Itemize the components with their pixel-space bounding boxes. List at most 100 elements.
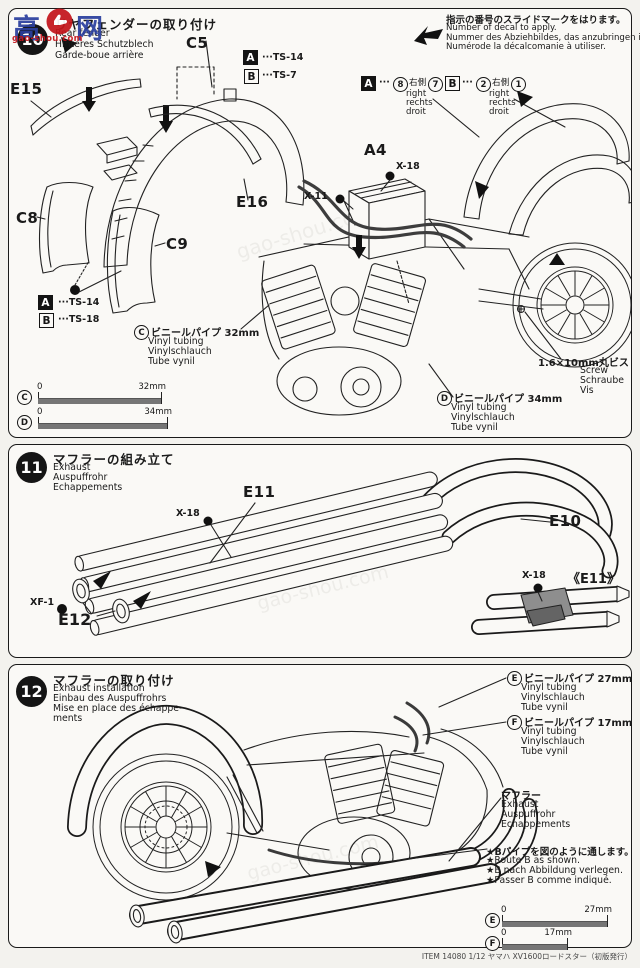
part-label-e11: E11 xyxy=(243,483,276,501)
ruler-f: 0 17mm xyxy=(501,928,572,950)
ruler-e-zero: 0 xyxy=(501,905,507,915)
tubing-e-letter: E xyxy=(507,671,522,686)
fender-brackets xyxy=(96,136,138,181)
tubing-e-fr: Tube vynil xyxy=(521,702,568,713)
part-label-e10: E10 xyxy=(549,512,582,530)
watermark-char-right: 网 xyxy=(76,14,103,45)
part-label-c5: C5 xyxy=(186,34,209,52)
decal-b-fr: droit xyxy=(489,107,509,117)
step12-panel: gao-shou.com xyxy=(8,664,632,948)
tubing-c-en: Vinyl tubing xyxy=(148,336,204,347)
x11-paint-dot xyxy=(335,194,345,204)
step11-title-en: Exhaust xyxy=(53,462,91,473)
decal-b-num2: 1 xyxy=(511,77,526,92)
decal-b-de: rechts xyxy=(489,98,516,108)
decal-a-num1: 8 xyxy=(393,77,408,92)
decal-a-num2: 7 xyxy=(428,77,443,92)
note-fr: ★Passer B comme indiqué. xyxy=(486,875,612,886)
decal-a-de: rechts xyxy=(406,98,433,108)
decal-arrow-icon xyxy=(414,26,443,45)
assembly-arrow-icons xyxy=(61,37,173,133)
right-fender-half-a xyxy=(463,103,630,220)
x18-paint-dot xyxy=(385,171,395,181)
note-ja: ★Bパイプを図のように通します。 xyxy=(486,847,634,858)
mark-x18-s11: X-18 xyxy=(176,508,200,519)
muffler-fr: Echappements xyxy=(501,819,571,830)
decal-a-side-ja: 右側 xyxy=(409,78,427,88)
paint-b-bottom: B xyxy=(39,313,54,328)
ruler-f-bar xyxy=(502,943,568,950)
decal-note-en: Number of decal to apply. xyxy=(446,23,557,33)
paint-a-top-code: ···TS-14 xyxy=(262,52,304,63)
ruler-c-bar xyxy=(38,397,162,404)
paint-a-top: A xyxy=(243,50,258,65)
step10-illustration: gao-shou.com xyxy=(30,37,631,416)
step10-title-en: Rear fender xyxy=(55,28,110,39)
thumbs-up-badge-icon xyxy=(46,8,73,35)
ruler-f-length: 17mm xyxy=(544,928,572,938)
part-label-e16: E16 xyxy=(236,193,269,211)
note-de: ★B nach Abbildung verlegen. xyxy=(486,865,623,876)
exhaust-system xyxy=(129,788,538,944)
tubing-f-letter: F xyxy=(507,715,522,730)
tubing-c-ja: ビニールパイプ 32mm xyxy=(151,328,260,339)
watermark-char-left: 高 xyxy=(13,14,40,45)
step12-number-badge: 12 xyxy=(16,676,47,707)
tubing-c-de: Vinylschlauch xyxy=(148,346,212,357)
step12-title-de: Einbau des Auspuffrohrs xyxy=(53,693,167,704)
paint-a-bottom: A xyxy=(38,295,53,310)
ruler-d-zero: 0 xyxy=(37,407,43,417)
ruler-c-length: 32mm xyxy=(138,382,166,392)
decal-b-box: B xyxy=(445,76,460,91)
end-caps-e12 xyxy=(72,578,130,624)
decal-a-box: A xyxy=(361,76,376,91)
decal-a-fr: droit xyxy=(406,107,426,117)
xf1-paint-dot xyxy=(57,604,67,614)
step12-title-en: Exhaust installation xyxy=(53,683,145,694)
step12-illustration: gao-shou.com xyxy=(67,677,538,944)
ruler-e: 0 27mm xyxy=(501,905,612,927)
step10-panel: gao-shou.com xyxy=(8,8,632,438)
ruler-d-letter: D xyxy=(17,415,32,430)
step12-title-fr1: Mise en place des échappe- xyxy=(53,703,183,714)
fender-trim-e16 xyxy=(148,104,262,201)
ruler-c: 0 32mm xyxy=(37,382,166,404)
step11-number-badge: 11 xyxy=(16,452,47,483)
decal-note-fr: Numérode la décalcomanie à utiliser. xyxy=(446,42,606,52)
step10-title-fr: Garde-boue arrière xyxy=(55,50,144,61)
decal-b-side-ja: 右側 xyxy=(492,78,510,88)
part-label-a4: A4 xyxy=(364,141,387,159)
decal-b-dots: ··· xyxy=(462,77,473,88)
ruler-d-length: 34mm xyxy=(144,407,172,417)
ruler-e-bar xyxy=(502,920,608,927)
tubing-c-fr: Tube vynil xyxy=(148,356,195,367)
inner-fender-c8 xyxy=(36,181,94,274)
tubing-e-en: Vinyl tubing xyxy=(521,682,577,693)
insert-arrow-icons xyxy=(93,571,151,609)
paint-a-bottom-code: ···TS-14 xyxy=(58,297,100,308)
paint-b-bottom-code: ···TS-18 xyxy=(58,314,100,325)
ruler-e-letter: E xyxy=(485,913,500,928)
mark-xf1: XF-1 xyxy=(30,597,55,608)
muffler-en: Exhaust xyxy=(501,799,539,810)
inset-e11-label: 《E11》 xyxy=(567,572,620,587)
engine xyxy=(261,263,426,416)
fit-arrow-icons xyxy=(352,181,565,265)
decal-note-icon xyxy=(414,26,443,45)
x18-inset-paint-dot xyxy=(533,583,543,593)
decal-b-num1: 2 xyxy=(476,77,491,92)
rear-wheel xyxy=(512,242,631,368)
inset-e11 xyxy=(471,583,630,635)
axle-arrow-icon xyxy=(205,861,221,877)
screw-fr: Vis xyxy=(580,385,594,396)
step10-number-badge: 10 xyxy=(17,24,48,55)
frame-tubes xyxy=(226,728,504,861)
paint-b-top-code: ···TS-7 xyxy=(262,70,297,81)
tubing-d-letter: D xyxy=(437,391,452,406)
tubing-f-fr: Tube vynil xyxy=(521,746,568,757)
decal-note-de: Nummer des Abziehbildes, das anzubringen… xyxy=(446,32,640,43)
note-en: ★Route B as shown. xyxy=(486,855,580,866)
step11-title-de: Auspuffrohr xyxy=(53,472,108,483)
tubing-d-en: Vinyl tubing xyxy=(451,402,507,413)
muffler-de: Auspuffrohr xyxy=(501,809,556,820)
